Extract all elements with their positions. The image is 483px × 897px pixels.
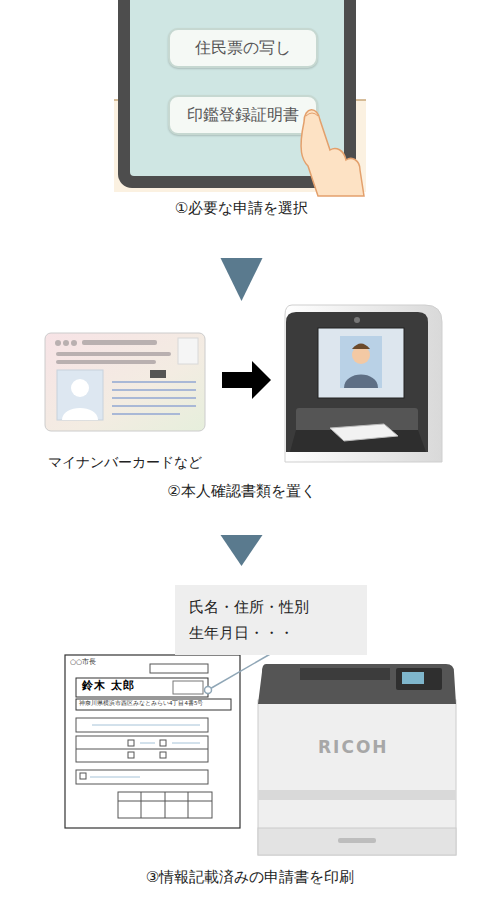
finger	[301, 110, 364, 196]
card-on-tray	[330, 424, 398, 441]
tablet-frame	[118, 0, 356, 188]
button-label: 印鑑登録証明書	[170, 97, 316, 133]
button-label: 住民票の写し	[170, 30, 316, 66]
card-dots	[55, 340, 171, 364]
step-panel: マイナンバーカードなど ②本人確認書類を置く	[20, 315, 463, 505]
tray-handle	[338, 838, 376, 843]
card-lines	[112, 382, 196, 414]
item-caption: マイナンバーカードなど	[25, 452, 225, 472]
step-caption: ③情報記載済みの申請書を印刷	[40, 867, 460, 888]
card-mark	[150, 370, 166, 378]
printer-panel	[396, 668, 442, 690]
form-text: 鈴木 太郎	[82, 680, 135, 692]
form-rows	[76, 718, 212, 818]
insert-arrow	[222, 361, 271, 399]
id-card	[45, 333, 205, 431]
form-field	[150, 664, 208, 673]
step-panel: 氏名・住所・性別 生年月日・・・ ③情報記載済みの申請書を印刷	[40, 580, 460, 894]
kiosk-hair	[352, 344, 370, 350]
option-button: 印鑑登録証明書	[168, 95, 318, 135]
kiosk-body	[285, 305, 442, 462]
printer-body	[258, 700, 456, 855]
form-field	[173, 681, 203, 694]
step-caption: ①必要な申請を選択	[110, 198, 373, 219]
kiosk-photo	[340, 336, 382, 388]
printer-top	[258, 664, 456, 704]
kiosk-screen	[318, 328, 404, 398]
kiosk-camera	[354, 317, 360, 323]
fingernail	[306, 113, 318, 116]
callout-box: 氏名・住所・性別 生年月日・・・	[175, 585, 367, 655]
step-panel: 住民票の写し印鑑登録証明書 ①必要な申請を選択	[110, 0, 373, 228]
form-text: ○○市長	[70, 659, 96, 667]
leader-dot	[205, 687, 212, 694]
printer-stripe	[258, 790, 456, 800]
form-text: 神奈川県横浜市西区みなとみらい4丁目4番5号	[79, 700, 204, 706]
form-name-box	[76, 678, 208, 697]
id-card-node: マイナンバーカードなど	[45, 333, 205, 431]
card-chip	[178, 338, 198, 364]
printer-tray	[258, 828, 456, 855]
application-form	[65, 655, 240, 828]
printer-output	[300, 668, 390, 680]
card-photo-body	[62, 408, 98, 420]
printer-display	[402, 672, 424, 684]
tablet-screen	[130, 0, 344, 176]
card-photo	[57, 370, 103, 420]
callout-text: 氏名・住所・性別 生年月日・・・	[189, 594, 327, 646]
flow-arrow	[221, 535, 263, 566]
card-photo-head	[71, 379, 89, 397]
brand-logo: RICOH	[318, 738, 389, 757]
form-address-box	[76, 699, 231, 710]
step-caption: ②本人確認書類を置く	[20, 481, 463, 502]
option-button: 住民票の写し	[168, 28, 318, 68]
form-lines	[90, 725, 200, 777]
kiosk-suit	[344, 375, 378, 389]
flow-arrow	[221, 258, 263, 301]
kiosk-front	[286, 312, 428, 452]
